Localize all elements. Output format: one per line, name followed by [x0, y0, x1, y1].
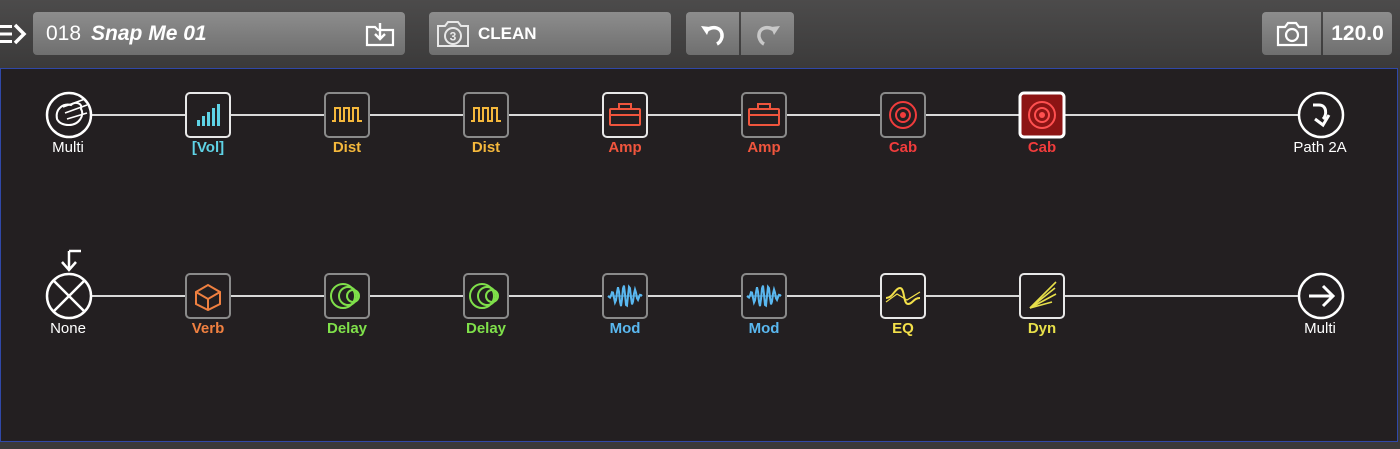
path-a-block-7-label: Cab	[1028, 139, 1056, 156]
dynamics-icon	[1029, 281, 1057, 309]
signal-flow-grid: Multi Path 2A None Multi [Vol] Dist Dist Am…	[45, 91, 1347, 337]
path-b-block-5-label: Mod	[749, 320, 780, 337]
undo-button[interactable]	[686, 12, 739, 55]
path-b-block-2[interactable]: Delay	[324, 273, 370, 337]
path-b-block-6-label: EQ	[892, 320, 914, 337]
path-a-block-3[interactable]: Dist	[463, 92, 509, 156]
delay-icon	[330, 283, 360, 309]
path-a-blocks: [Vol] Dist Dist Amp Amp Cab Cab	[185, 91, 1066, 156]
path-b-output[interactable]: Multi	[1297, 272, 1345, 337]
distortion-icon	[471, 107, 501, 122]
path-a-block-4[interactable]: Amp	[602, 92, 648, 156]
path-a-block-5[interactable]: Amp	[741, 92, 787, 156]
path-b-block-3[interactable]: Delay	[463, 273, 509, 337]
path-b-blocks: Verb Delay Delay Mod Mod EQ Dyn	[185, 273, 1065, 337]
path-a-block-3-frame	[463, 92, 509, 138]
path-a-output-label: Path 2A	[1293, 139, 1346, 156]
none-cross-icon	[53, 280, 85, 312]
delay-icon	[469, 283, 499, 309]
path-b-block-1-label: Verb	[192, 320, 225, 337]
path-b-block-1[interactable]: Verb	[185, 273, 231, 337]
path-b-input[interactable]: None	[45, 249, 93, 337]
modulation-icon	[607, 284, 643, 308]
path-a-block-4-label: Amp	[608, 139, 641, 156]
eq-icon	[885, 286, 921, 306]
redo-button[interactable]	[741, 12, 794, 55]
path-a-block-6[interactable]: Cab	[880, 92, 926, 156]
path-a-block-2[interactable]: Dist	[324, 92, 370, 156]
volume-pedal-icon	[197, 104, 220, 126]
snapshot-selector[interactable]: 3 CLEAN	[429, 12, 671, 55]
distortion-icon	[332, 107, 362, 122]
cab-speaker-icon	[1028, 101, 1056, 129]
path-b-input-label: None	[50, 320, 86, 337]
path-a-block-5-label: Amp	[747, 139, 780, 156]
amp-icon	[609, 103, 641, 126]
modulation-icon	[746, 284, 782, 308]
merge-arrow-icon	[61, 249, 81, 272]
output-arrow-icon	[1309, 284, 1336, 308]
path-a-block-6-label: Cab	[889, 139, 917, 156]
snapshot-camera-icon: 3	[437, 21, 469, 47]
path-a-block-2-frame	[324, 92, 370, 138]
path-b-block-1-frame	[185, 273, 231, 319]
path-a-output[interactable]: Path 2A	[1293, 91, 1347, 156]
path-a-input[interactable]: Multi	[45, 91, 93, 156]
reverb-icon	[195, 283, 221, 312]
amp-icon	[748, 103, 780, 126]
path-a-block-2-label: Dist	[333, 139, 361, 156]
path-a-input-label: Multi	[52, 139, 84, 156]
path-b-output-label: Multi	[1304, 320, 1336, 337]
path-b-block-6[interactable]: EQ	[880, 273, 926, 337]
path-a-block-1[interactable]: [Vol]	[185, 92, 231, 156]
save-icon[interactable]	[365, 21, 395, 47]
camera-icon	[1276, 21, 1307, 46]
path-b-block-7-label: Dyn	[1028, 320, 1056, 337]
path-b-block-3-label: Delay	[466, 320, 507, 337]
preset-name: Snap Me 01	[91, 22, 207, 45]
snapshot-button[interactable]	[1262, 12, 1321, 55]
undo-icon	[700, 25, 724, 46]
signal-flow-panel: Multi Path 2A None Multi [Vol] Dist Dist Am…	[0, 68, 1398, 442]
preset-selector[interactable]: 018 Snap Me 01	[33, 12, 405, 55]
multi-input-icon	[55, 98, 88, 127]
top-bar: 018 Snap Me 01 3 CLEAN 120.0	[0, 0, 1400, 68]
snapshot-name: CLEAN	[478, 24, 537, 43]
path-b-block-4-label: Mod	[610, 320, 641, 337]
preset-number: 018	[46, 22, 82, 45]
tempo-button[interactable]: 120.0	[1323, 12, 1392, 55]
path-a-block-3-label: Dist	[472, 139, 500, 156]
redo-icon	[756, 25, 780, 46]
path-a-block-7[interactable]: Cab	[1018, 91, 1066, 156]
path-a-block-1-label: [Vol]	[192, 139, 224, 156]
path-b-block-2-label: Delay	[327, 320, 368, 337]
split-output-icon	[1313, 103, 1331, 128]
path-b-block-5[interactable]: Mod	[741, 273, 787, 337]
menu-icon[interactable]	[0, 22, 30, 46]
snapshot-number: 3	[450, 30, 457, 44]
path-b-block-4[interactable]: Mod	[602, 273, 648, 337]
cab-speaker-icon	[889, 101, 917, 129]
path-b-block-7[interactable]: Dyn	[1019, 273, 1065, 337]
